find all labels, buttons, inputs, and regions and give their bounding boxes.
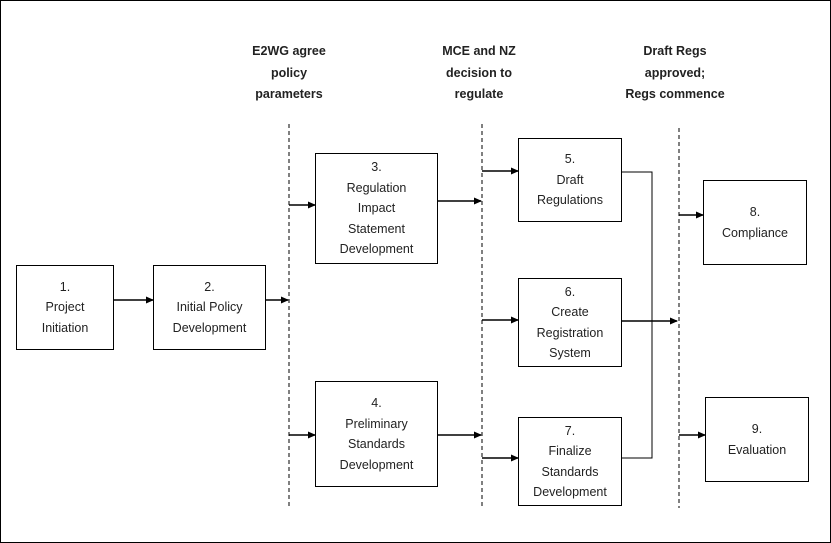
step-number: 7. xyxy=(564,423,576,438)
step-number: 3. xyxy=(371,160,382,175)
step-3-regulation-impact-statement: 3. Regulation Impact Statement Developme… xyxy=(315,153,438,264)
step-label-line: Project xyxy=(45,300,85,315)
milestone-line: MCE and NZ xyxy=(442,44,516,58)
step-number: 9. xyxy=(751,422,763,436)
step-label-line: Preliminary xyxy=(345,416,408,431)
milestone-line: Draft Regs xyxy=(643,44,707,58)
step-label-line: Finalize xyxy=(548,444,592,458)
step-label-line: Impact xyxy=(357,201,396,216)
step-number: 5. xyxy=(564,152,576,167)
step-number: 6. xyxy=(564,284,576,299)
step-6-create-registration-system: 6. Create Registration System xyxy=(518,278,622,367)
milestone-line: approved; xyxy=(644,65,706,80)
step-4-preliminary-standards: 4. Preliminary Standards Development xyxy=(315,381,438,487)
milestone-mce-nz-decision: MCE and NZ decision to regulate xyxy=(409,41,549,106)
step-label-line: Initial Policy xyxy=(176,300,243,315)
step-label-line: Regulation xyxy=(346,180,407,195)
step-9-evaluation: 9. Evaluation xyxy=(705,397,809,482)
milestone-draft-regs-approved: Draft Regs approved; Regs commence xyxy=(600,41,750,106)
milestone-line: Regs commence xyxy=(625,87,725,101)
step-label-line: Development xyxy=(339,242,414,257)
step-number: 2. xyxy=(204,279,215,294)
step-number: 1. xyxy=(59,279,71,294)
step-label-line: Initiation xyxy=(41,320,89,335)
step-5-draft-regulations: 5. Draft Regulations xyxy=(518,138,622,222)
step-label-line: System xyxy=(549,346,591,360)
step-label-line: Standards xyxy=(541,464,599,479)
step-label-line: Development xyxy=(533,485,607,499)
step-label-line: Development xyxy=(339,457,414,472)
step-label-line: Compliance xyxy=(721,225,788,240)
step-label-line: Create xyxy=(551,305,589,319)
milestone-line: regulate xyxy=(454,87,504,101)
milestone-e2wg-agree: E2WG agree policy parameters xyxy=(224,41,354,106)
step-2-initial-policy-development: 2. Initial Policy Development xyxy=(153,265,266,350)
step-label-line: Registration xyxy=(536,325,604,340)
step-number: 8. xyxy=(749,205,761,219)
milestone-line: E2WG agree xyxy=(252,44,326,58)
step-label-line: Development xyxy=(172,320,247,335)
step-8-compliance: 8. Compliance xyxy=(703,180,807,265)
connector-5-to-bus xyxy=(622,171,653,459)
milestone-line: policy xyxy=(270,65,308,80)
step-label-line: Standards xyxy=(348,437,405,451)
step-label-line: Statement xyxy=(348,221,405,236)
step-7-finalize-standards: 7. Finalize Standards Development xyxy=(518,417,622,506)
step-number: 4. xyxy=(371,396,382,410)
step-label-line: Regulations xyxy=(536,193,603,208)
step-label-line: Draft xyxy=(556,172,584,187)
milestone-line: parameters xyxy=(255,87,323,101)
step-1-project-initiation: 1. Project Initiation xyxy=(16,265,114,350)
step-label-line: Evaluation xyxy=(727,442,787,457)
milestone-line: decision to xyxy=(446,65,512,80)
